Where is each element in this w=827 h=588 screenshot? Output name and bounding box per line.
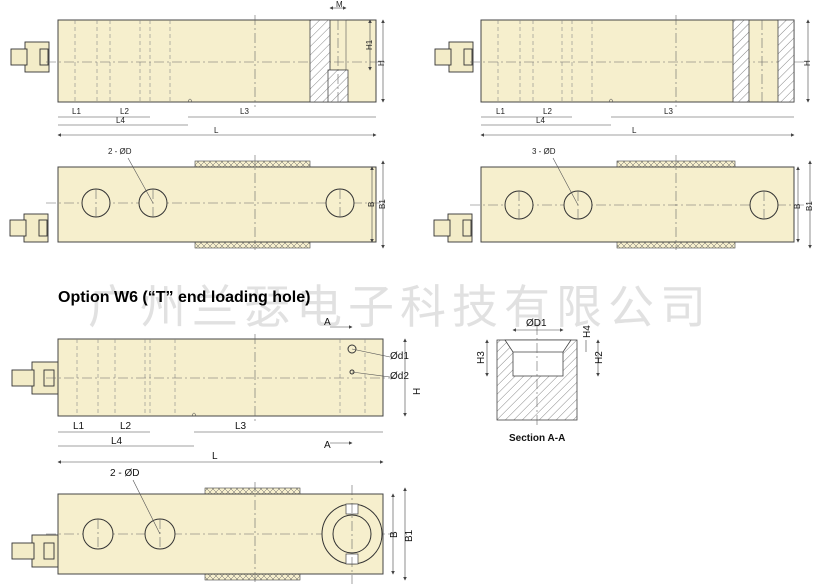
- dim-L2-label: L2: [120, 107, 129, 116]
- dim-M-label: M: [336, 0, 343, 9]
- dim-L3-label-bottom: L3: [235, 421, 247, 432]
- section-a-a-caption: Section A-A: [509, 433, 565, 444]
- dim-L4-label-bottom: L4: [111, 436, 123, 447]
- dim-L-label: L: [214, 126, 219, 135]
- dim-H4-label: H4: [582, 325, 593, 338]
- holes-label-bottom: 2 - ØD: [110, 468, 139, 479]
- dim-B1-label-bottom: B1: [404, 529, 415, 542]
- side-view-bottom: Ød1 Ød2 A A H L1 L2 L3 L4 L: [11, 317, 423, 464]
- dim-L2-label-bottom: L2: [120, 421, 132, 432]
- dim-H-label: H: [377, 60, 386, 66]
- dim-B1-label-tr: B1: [805, 201, 814, 211]
- top-view-top-right: 3 - ØD B B1: [433, 147, 814, 250]
- dim-L3-label: L3: [240, 107, 249, 116]
- section-arrow-A-bottom: A: [324, 440, 331, 451]
- dim-H3-label: H3: [476, 351, 487, 364]
- dim-B-label-tl: B: [367, 202, 376, 207]
- side-view-top-right: H L1 L2 L3 L4 L: [434, 15, 812, 137]
- dim-L3-label-tr: L3: [664, 107, 673, 116]
- dim-d1-label: Ød1: [390, 351, 409, 362]
- dim-L1-label-tr: L1: [496, 107, 505, 116]
- dim-D1-label: ØD1: [526, 318, 547, 329]
- dim-H1-label: H1: [365, 39, 374, 50]
- dim-B-label-tr: B: [793, 204, 802, 209]
- dim-B1-label-tl: B1: [378, 199, 387, 209]
- dim-L-label-tr: L: [632, 126, 637, 135]
- dim-H-label-tr: H: [803, 60, 812, 66]
- section-arrow-A-top: A: [324, 317, 331, 328]
- dim-H-label-bottom: H: [412, 388, 423, 395]
- dim-B-label-bottom: B: [389, 531, 400, 538]
- holes-label-tr: 3 - ØD: [532, 147, 556, 156]
- dim-L4-label: L4: [116, 116, 125, 125]
- side-view-top-left: M H1 H L1 L2 L3 L4 L: [10, 0, 386, 137]
- top-view-bottom: 2 - ØD B B1: [11, 468, 415, 585]
- dim-L4-label-tr: L4: [536, 116, 545, 125]
- top-view-top-left: 2 - ØD B B1: [9, 147, 387, 250]
- dim-L2-label-tr: L2: [543, 107, 552, 116]
- dim-d2-label: Ød2: [390, 371, 409, 382]
- dim-L1-label-bottom: L1: [73, 421, 85, 432]
- holes-label-tl: 2 - ØD: [108, 147, 132, 156]
- option-title: Option W6 (“T” end loading hole): [58, 289, 310, 306]
- section-a-a: ØD1 H4 H2 H3 Section A-A: [476, 318, 605, 444]
- dim-L1-label: L1: [72, 107, 81, 116]
- dim-H2-label: H2: [594, 351, 605, 364]
- watermark-text: 广州兰瑟电子科技有限公司: [88, 280, 712, 334]
- dim-L-label-bottom: L: [212, 451, 218, 462]
